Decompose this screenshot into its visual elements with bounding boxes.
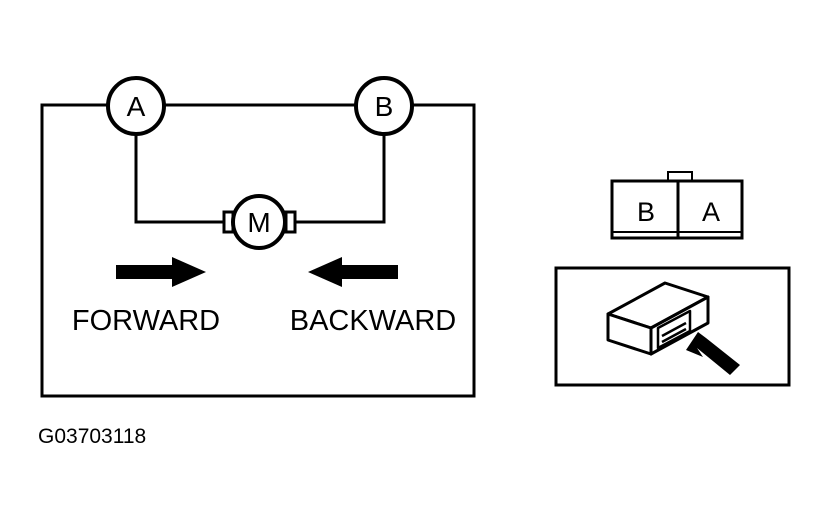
backward-arrow-icon: [308, 257, 398, 287]
terminal-b: B: [354, 76, 414, 136]
terminal-b-label: B: [375, 91, 394, 122]
connector-location-illustration: [554, 266, 791, 387]
motor-label: M: [247, 207, 270, 238]
terminal-a: A: [106, 76, 166, 136]
connector-cell-b-label: B: [637, 197, 655, 227]
motor-wiring: [134, 134, 386, 224]
figure-id: G03703118: [38, 425, 146, 448]
connector-face: B A: [610, 171, 744, 240]
pointer-arrow-icon: [686, 332, 740, 375]
connector-block-icon: [606, 281, 710, 356]
connector-cell-a-label: A: [702, 197, 720, 227]
forward-label: FORWARD: [72, 305, 220, 337]
backward-label: BACKWARD: [290, 305, 457, 337]
forward-arrow-icon: [116, 257, 206, 287]
circuit-frame: [40, 103, 476, 398]
motor-symbol: M: [222, 194, 297, 250]
terminal-a-label: A: [127, 91, 146, 122]
